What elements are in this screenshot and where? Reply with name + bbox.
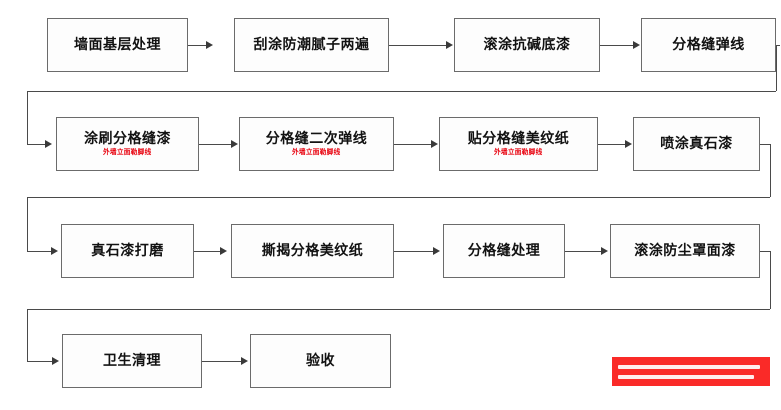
arrow-head-n11-n12 (601, 247, 608, 255)
watermark-line-2 (618, 374, 754, 379)
flow-node-label: 刮涂防潮腻子两遍 (253, 36, 370, 53)
flow-node-n12[interactable]: 滚涂防尘罩面漆 (610, 224, 760, 278)
arrow-head-n9-n10 (220, 247, 227, 255)
arrow-head-n5-n6 (231, 140, 238, 148)
connector-n11-n12 (565, 251, 606, 252)
wrap2-in (27, 251, 55, 252)
connector-n1-n2 (188, 45, 211, 46)
flow-node-n5[interactable]: 涂刷分格缝漆 外墙立面勒脚线 (56, 117, 199, 171)
wrap3-in (27, 361, 56, 362)
flow-node-n7[interactable]: 贴分格缝美纹纸 外墙立面勒脚线 (439, 117, 598, 171)
arrow-head-n13-n14 (241, 357, 248, 365)
wrap1-out (776, 45, 780, 46)
wrap3-down (770, 251, 771, 309)
arrow-head-n6-n7 (431, 140, 438, 148)
flow-node-label: 滚涂防尘罩面漆 (634, 242, 736, 259)
flow-node-n2[interactable]: 刮涂防潮腻子两遍 (234, 18, 389, 72)
connector-n7-n8 (598, 144, 630, 145)
flow-node-sublabel: 外墙立面勒脚线 (292, 147, 341, 156)
flow-node-label: 分格缝弹线 (672, 36, 745, 53)
wrap2-down (770, 144, 771, 197)
flow-node-label: 分格缝二次弹线 (265, 130, 368, 147)
arrow-head-n2-n3 (446, 41, 453, 49)
connector-n6-n7 (394, 144, 436, 145)
wrap1-in (27, 144, 49, 145)
flow-node-n13[interactable]: 卫生清理 (62, 334, 202, 388)
watermark-banner (612, 357, 770, 386)
connector-n2-n3 (389, 45, 451, 46)
flow-node-n9[interactable]: 真石漆打磨 (61, 224, 194, 278)
flow-node-label: 涂刷分格缝漆 (84, 130, 171, 147)
arrow-head-wrap3 (52, 357, 59, 365)
wrap1-up (27, 91, 28, 144)
flow-node-label: 撕揭分格美纹纸 (261, 242, 364, 259)
flow-node-sublabel: 外墙立面勒脚线 (103, 147, 152, 156)
watermark-line-1 (618, 364, 760, 369)
wrap2-across (27, 197, 770, 198)
flow-node-label: 验收 (306, 352, 335, 369)
wrap3-across (27, 309, 770, 310)
flow-node-label: 分格缝处理 (467, 242, 541, 259)
connector-n9-n10 (194, 251, 225, 252)
wrap3-up (27, 309, 28, 361)
flow-node-n4[interactable]: 分格缝弹线 (641, 18, 776, 72)
connector-n10-n11 (394, 251, 438, 252)
connector-n13-n14 (202, 361, 246, 362)
wrap2-up (27, 197, 28, 251)
arrow-head-wrap1 (45, 140, 52, 148)
flow-node-n10[interactable]: 撕揭分格美纹纸 (231, 224, 394, 278)
flow-node-n14[interactable]: 验收 (250, 334, 391, 388)
flow-node-label: 喷涂真石漆 (660, 135, 733, 152)
wrap1-across (27, 91, 776, 92)
flow-node-n11[interactable]: 分格缝处理 (443, 224, 565, 278)
arrow-head-n7-n8 (625, 140, 632, 148)
connector-n5-n6 (199, 144, 236, 145)
flow-node-sublabel: 外墙立面勒脚线 (494, 147, 543, 156)
flow-node-label: 贴分格缝美纹纸 (467, 130, 570, 147)
connector-n3-n4 (600, 45, 638, 46)
arrow-head-n3-n4 (633, 41, 640, 49)
wrap3-out (760, 251, 771, 252)
arrow-head-n10-n11 (433, 247, 440, 255)
flow-node-n1[interactable]: 墙面基层处理 (47, 18, 188, 72)
flow-node-n3[interactable]: 滚涂抗碱底漆 (454, 18, 600, 72)
wrap2-out (760, 144, 771, 145)
flow-node-label: 墙面基层处理 (74, 36, 161, 53)
arrow-head-n1-n2 (206, 41, 213, 49)
wrap1-down (776, 45, 777, 91)
flow-node-label: 滚涂抗碱底漆 (483, 36, 571, 53)
flow-node-label: 卫生清理 (103, 352, 161, 369)
flow-node-n6[interactable]: 分格缝二次弹线 外墙立面勒脚线 (239, 117, 394, 171)
flow-node-label: 真石漆打磨 (91, 242, 164, 259)
arrow-head-wrap2 (51, 247, 58, 255)
flow-node-n8[interactable]: 喷涂真石漆 (633, 117, 760, 171)
